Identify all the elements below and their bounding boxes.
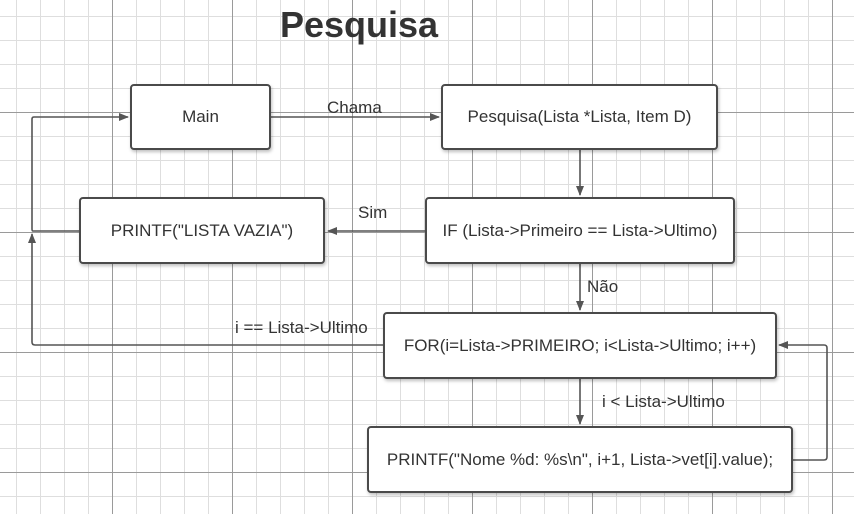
node-pesquisa[interactable]: Pesquisa(Lista *Lista, Item D) [441, 84, 718, 150]
edge-for-to-main [28, 233, 383, 346]
node-if-check[interactable]: IF (Lista->Primeiro == Lista->Ultimo) [425, 197, 735, 264]
edge-label-nao: Não [587, 277, 619, 296]
node-main[interactable]: Main [130, 84, 271, 150]
edge-printf-nome-to-for [778, 341, 828, 461]
edge-printf-vazia-to-main [31, 113, 129, 232]
edge-label-loop-end: i == Lista->Ultimo [235, 318, 368, 337]
diagram-title: Pesquisa [280, 4, 439, 45]
node-for-loop[interactable]: FOR(i=Lista->PRIMEIRO; i<Lista->Ultimo; … [383, 312, 777, 379]
edge-label-chama: Chama [327, 98, 382, 117]
node-printf-lista-vazia[interactable]: PRINTF("LISTA VAZIA") [79, 197, 325, 264]
edge-label-loop-body: i < Lista->Ultimo [602, 392, 725, 411]
edge-label-sim: Sim [358, 203, 388, 222]
node-printf-nome[interactable]: PRINTF("Nome %d: %s\n", i+1, Lista->vet[… [367, 426, 793, 493]
